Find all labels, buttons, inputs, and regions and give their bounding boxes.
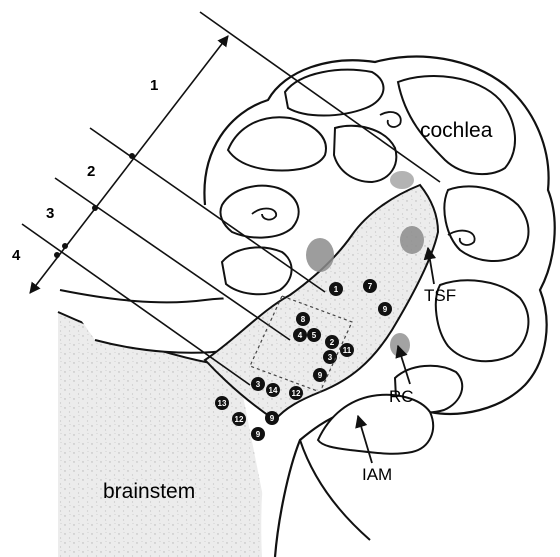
electrode-dot: 5: [307, 328, 321, 342]
svg-text:3: 3: [256, 380, 261, 389]
electrode-dot: 12: [232, 412, 246, 426]
svg-text:12: 12: [235, 415, 244, 424]
electrode-dot: 8: [296, 312, 310, 326]
svg-text:9: 9: [256, 430, 261, 439]
electrode-dot: 14: [266, 383, 280, 397]
axis-tick-1: [129, 153, 135, 159]
label-brainstem: brainstem: [103, 480, 195, 503]
electrode-dot: 2: [325, 335, 339, 349]
label-rc: RC: [389, 387, 414, 406]
svg-text:3: 3: [328, 353, 333, 362]
svg-text:11: 11: [343, 346, 352, 355]
ganglion-spot-tsf: [400, 226, 424, 254]
label-cochlea: cochlea: [420, 119, 493, 142]
electrode-dot: 9: [378, 302, 392, 316]
label-iam: IAM: [362, 465, 392, 484]
ganglion-spot-top: [390, 171, 414, 189]
label-tsf: TSF: [424, 286, 456, 305]
electrode-dot: 9: [265, 411, 279, 425]
electrode-dot: 11: [340, 343, 354, 357]
svg-text:9: 9: [318, 371, 323, 380]
svg-text:5: 5: [312, 331, 317, 340]
svg-text:8: 8: [301, 315, 306, 324]
segment-label-3: 3: [46, 205, 54, 222]
svg-text:7: 7: [368, 282, 373, 291]
cochlea-turn-7: [222, 247, 292, 294]
svg-text:1: 1: [334, 285, 339, 294]
svg-text:9: 9: [270, 414, 275, 423]
electrode-dot: 7: [363, 279, 377, 293]
electrode-dot: 9: [251, 427, 265, 441]
electrode-dot: 3: [323, 350, 337, 364]
cochlea-turn-5: [220, 186, 298, 238]
electrode-dot: 12: [289, 386, 303, 400]
segment-label-1: 1: [150, 77, 158, 94]
segment-label-4: 4: [12, 247, 21, 264]
electrode-dot: 1: [329, 282, 343, 296]
electrode-dot: 13: [215, 396, 229, 410]
svg-text:14: 14: [269, 386, 278, 395]
svg-text:12: 12: [292, 389, 301, 398]
ganglion-spot-left: [306, 238, 334, 272]
axis-tick-4: [54, 252, 60, 258]
iam-canal: [300, 440, 370, 540]
axis-tick-3: [62, 243, 68, 249]
electrode-dot: 4: [293, 328, 307, 342]
svg-text:2: 2: [330, 338, 335, 347]
segment-label-2: 2: [87, 163, 95, 180]
svg-text:13: 13: [218, 399, 227, 408]
electrode-dot: 3: [251, 377, 265, 391]
svg-text:9: 9: [383, 305, 388, 314]
axis-tick-2: [92, 205, 98, 211]
svg-text:4: 4: [298, 331, 303, 340]
